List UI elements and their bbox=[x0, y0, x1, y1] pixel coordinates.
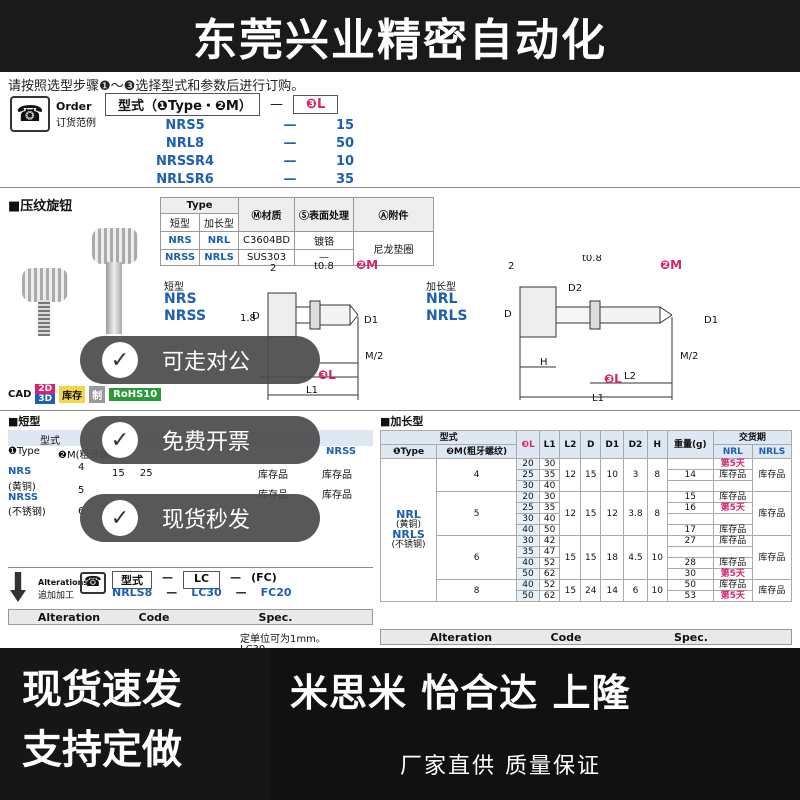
footer-brands: 米思米 怡合达 上隆 bbox=[290, 671, 631, 715]
short-table-title: ■短型 bbox=[8, 415, 41, 428]
label-m-long: ❷M bbox=[660, 258, 682, 272]
order-row: NRLSR6—35 bbox=[156, 171, 355, 187]
alteration-table-header-left: Alteration Code Spec. bbox=[8, 609, 373, 625]
short-label-brass: (黄铜) bbox=[8, 482, 36, 493]
footer-line-2: 支持定做 bbox=[22, 727, 182, 773]
dim-t08: t0.8 bbox=[314, 261, 334, 272]
lt-head: 型式 bbox=[379, 430, 518, 445]
label-l-long: ❸L bbox=[604, 372, 622, 386]
short-stock-2: 库存品 bbox=[322, 470, 352, 481]
short-code-1: NRS bbox=[164, 291, 197, 307]
phone-icon: ☎ bbox=[80, 572, 106, 594]
order-instruction: 请按照选型步骤❶～❸选择型式和参数后进行订购。 bbox=[8, 79, 305, 94]
pill-corporate-payment: ✓ 可走对公 bbox=[80, 336, 320, 384]
short-head-type: 型式 bbox=[40, 436, 60, 447]
dim-18: 1.8 bbox=[240, 313, 256, 324]
section-title: ■压纹旋钮 bbox=[8, 199, 73, 214]
long-type-label: 加长型 bbox=[426, 282, 456, 293]
short-head-nrss: NRSS bbox=[326, 446, 357, 457]
short-stock-1: 库存品 bbox=[258, 470, 288, 481]
footer-right: 米思米 怡合达 上隆 厂家直供 质量保证 bbox=[270, 648, 800, 800]
alteration-example: NRLS8 — LC30 — FC20 bbox=[112, 586, 292, 599]
dim-l1: L1 bbox=[306, 385, 318, 396]
knob-long-shaft bbox=[106, 262, 122, 334]
dim-h: H bbox=[540, 357, 548, 368]
dim-d: D bbox=[252, 311, 260, 322]
banner-title: 东莞兴业精密自动化 bbox=[193, 15, 607, 66]
short-label-nrss: NRSS bbox=[8, 492, 39, 503]
pill-label: 现货秒发 bbox=[162, 508, 251, 533]
short-label-ss: (不锈钢) bbox=[8, 507, 46, 518]
short-partial-row: 15 25 bbox=[112, 468, 153, 479]
short-type-label: 短型 bbox=[164, 282, 184, 293]
short-label-nrs: NRS bbox=[8, 466, 32, 477]
order-row: NRL8—50 bbox=[165, 135, 355, 151]
check-icon: ✓ bbox=[102, 422, 138, 458]
alteration-note: 定单位可为1mm。 bbox=[240, 634, 326, 645]
dim-d1-long: D1 bbox=[704, 315, 718, 326]
dim-l2: L2 bbox=[624, 371, 636, 382]
order-sublabel: 订货范例 bbox=[56, 118, 96, 129]
check-icon: ✓ bbox=[102, 500, 138, 536]
knob-short-thread bbox=[38, 300, 50, 336]
label-l-short: ❸L bbox=[318, 368, 336, 382]
order-header-dash: — bbox=[270, 97, 283, 112]
dim-2-long: 2 bbox=[508, 261, 514, 272]
order-row: NRSSR4—10 bbox=[155, 153, 355, 169]
down-arrow-icon bbox=[10, 572, 26, 602]
knob-photo-short bbox=[22, 268, 68, 302]
pill-free-invoice: ✓ 免费开票 bbox=[80, 416, 320, 464]
pill-label: 免费开票 bbox=[162, 430, 251, 455]
short-m4: 4 bbox=[78, 462, 85, 473]
dim-d-long: D bbox=[504, 309, 512, 320]
order-example-table: 型式（❶Type・❷M） — ❸L NRS5—15 NRL8—50 NRSSR4… bbox=[105, 93, 375, 188]
dimension-drawings: 2 t0.8 D 1.8 D1 M/2 L1 2 t0.8 D D2 H L2 … bbox=[240, 255, 718, 404]
long-code-2: NRLS bbox=[426, 308, 468, 324]
footer-left: 现货速发 支持定做 bbox=[0, 648, 270, 800]
alteration-sublabel: 追加加工 bbox=[38, 591, 75, 601]
dim-m2: M/2 bbox=[365, 351, 383, 362]
dim-t08-long: t0.8 bbox=[582, 255, 602, 264]
alteration-header: 型式 — LC — (FC) bbox=[112, 571, 277, 589]
label-m-short: ❷M bbox=[356, 258, 378, 272]
long-table-title: ■加长型 bbox=[380, 415, 424, 428]
dim-d2: D2 bbox=[568, 283, 582, 294]
short-m5: 5 bbox=[78, 485, 85, 496]
dim-d1: D1 bbox=[364, 315, 378, 326]
short-stock-4: 库存品 bbox=[322, 490, 352, 501]
divider bbox=[0, 410, 800, 411]
phone-icon: ☎ bbox=[10, 96, 50, 132]
dim-m2-long: M/2 bbox=[680, 351, 698, 362]
pill-label: 可走对公 bbox=[162, 350, 251, 375]
knob-photo-long bbox=[92, 228, 138, 264]
order-header-l: ❸L bbox=[293, 95, 339, 114]
order-label: Order bbox=[56, 100, 92, 113]
order-header-type: 型式（❶Type・❷M） bbox=[105, 93, 260, 116]
short-code-2: NRSS bbox=[164, 308, 207, 324]
order-row: NRS5—15 bbox=[165, 117, 355, 133]
short-head-type1: ❶Type bbox=[8, 446, 40, 457]
footer-line-1: 现货速发 bbox=[22, 667, 182, 713]
alteration-table-header-right: Alteration Code Spec. bbox=[380, 629, 792, 645]
divider bbox=[0, 187, 800, 188]
check-icon: ✓ bbox=[102, 342, 138, 378]
long-code-1: NRL bbox=[426, 291, 458, 307]
footer-slogan: 厂家直供 质量保证 bbox=[400, 754, 601, 779]
dim-l1-long: L1 bbox=[592, 393, 604, 404]
top-banner: 东莞兴业精密自动化 bbox=[0, 0, 800, 72]
dim-2: 2 bbox=[270, 263, 276, 274]
pill-fast-ship: ✓ 现货秒发 bbox=[80, 494, 320, 542]
alteration-label: Alterations bbox=[38, 578, 89, 587]
